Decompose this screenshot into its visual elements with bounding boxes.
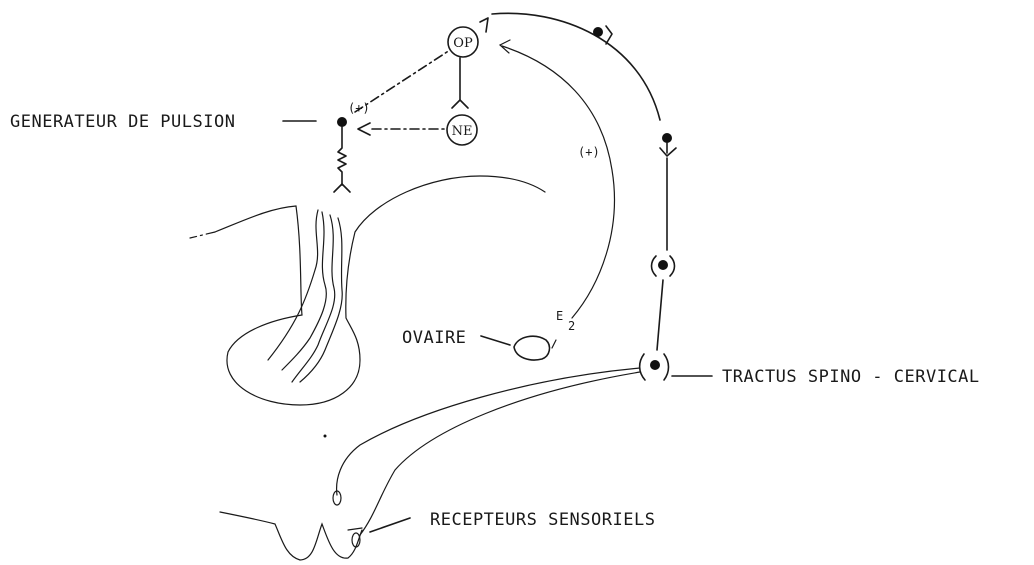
skin-outline	[220, 512, 362, 560]
spinal-neuron-4	[650, 360, 660, 370]
ovary-label-leader	[481, 336, 510, 345]
generator-neuron-soma	[337, 117, 347, 127]
ovary-label: OVAIRE	[402, 328, 466, 348]
spinal-path-segment-4	[657, 280, 663, 350]
spinal-fork-1	[606, 26, 612, 44]
receptors-label-leader	[370, 518, 410, 532]
generator-sign: (+)	[348, 101, 370, 115]
receptors-label: RECEPTEURS SENSORIELS	[430, 510, 655, 530]
estradiol-label: E	[556, 309, 563, 323]
portal-vessels	[268, 210, 342, 382]
feedback-sign: (+)	[578, 145, 600, 159]
tract-label: TRACTUS SPINO - CERVICAL	[722, 367, 980, 387]
ovary-shape	[514, 336, 549, 360]
afferent-fiber-1	[337, 368, 640, 495]
stray-dot	[324, 435, 327, 438]
generator-axon-wavy	[338, 127, 346, 185]
spinal-neuron-2	[662, 133, 672, 143]
op-top-fork	[480, 18, 488, 32]
receptor-2-cap	[348, 528, 362, 530]
third-ventricle-line	[190, 232, 215, 238]
brain-outline	[215, 176, 545, 405]
generator-label: GENERATEUR DE PULSION	[10, 112, 235, 132]
ne-synapse-fork	[358, 123, 370, 135]
spinal-neuron-3	[658, 260, 668, 270]
estradiol-subscript: 2	[568, 319, 575, 333]
estradiol-feedback-arc	[502, 46, 614, 318]
op-label: OP	[453, 36, 473, 51]
spinal-path-top-arc	[492, 13, 660, 120]
estradiol-tick	[552, 340, 556, 348]
op-ne-synapse-fork	[452, 100, 468, 108]
ne-label: NE	[452, 124, 473, 139]
spinal-neuron-1	[593, 27, 603, 37]
spinal-fork-2	[660, 148, 676, 156]
